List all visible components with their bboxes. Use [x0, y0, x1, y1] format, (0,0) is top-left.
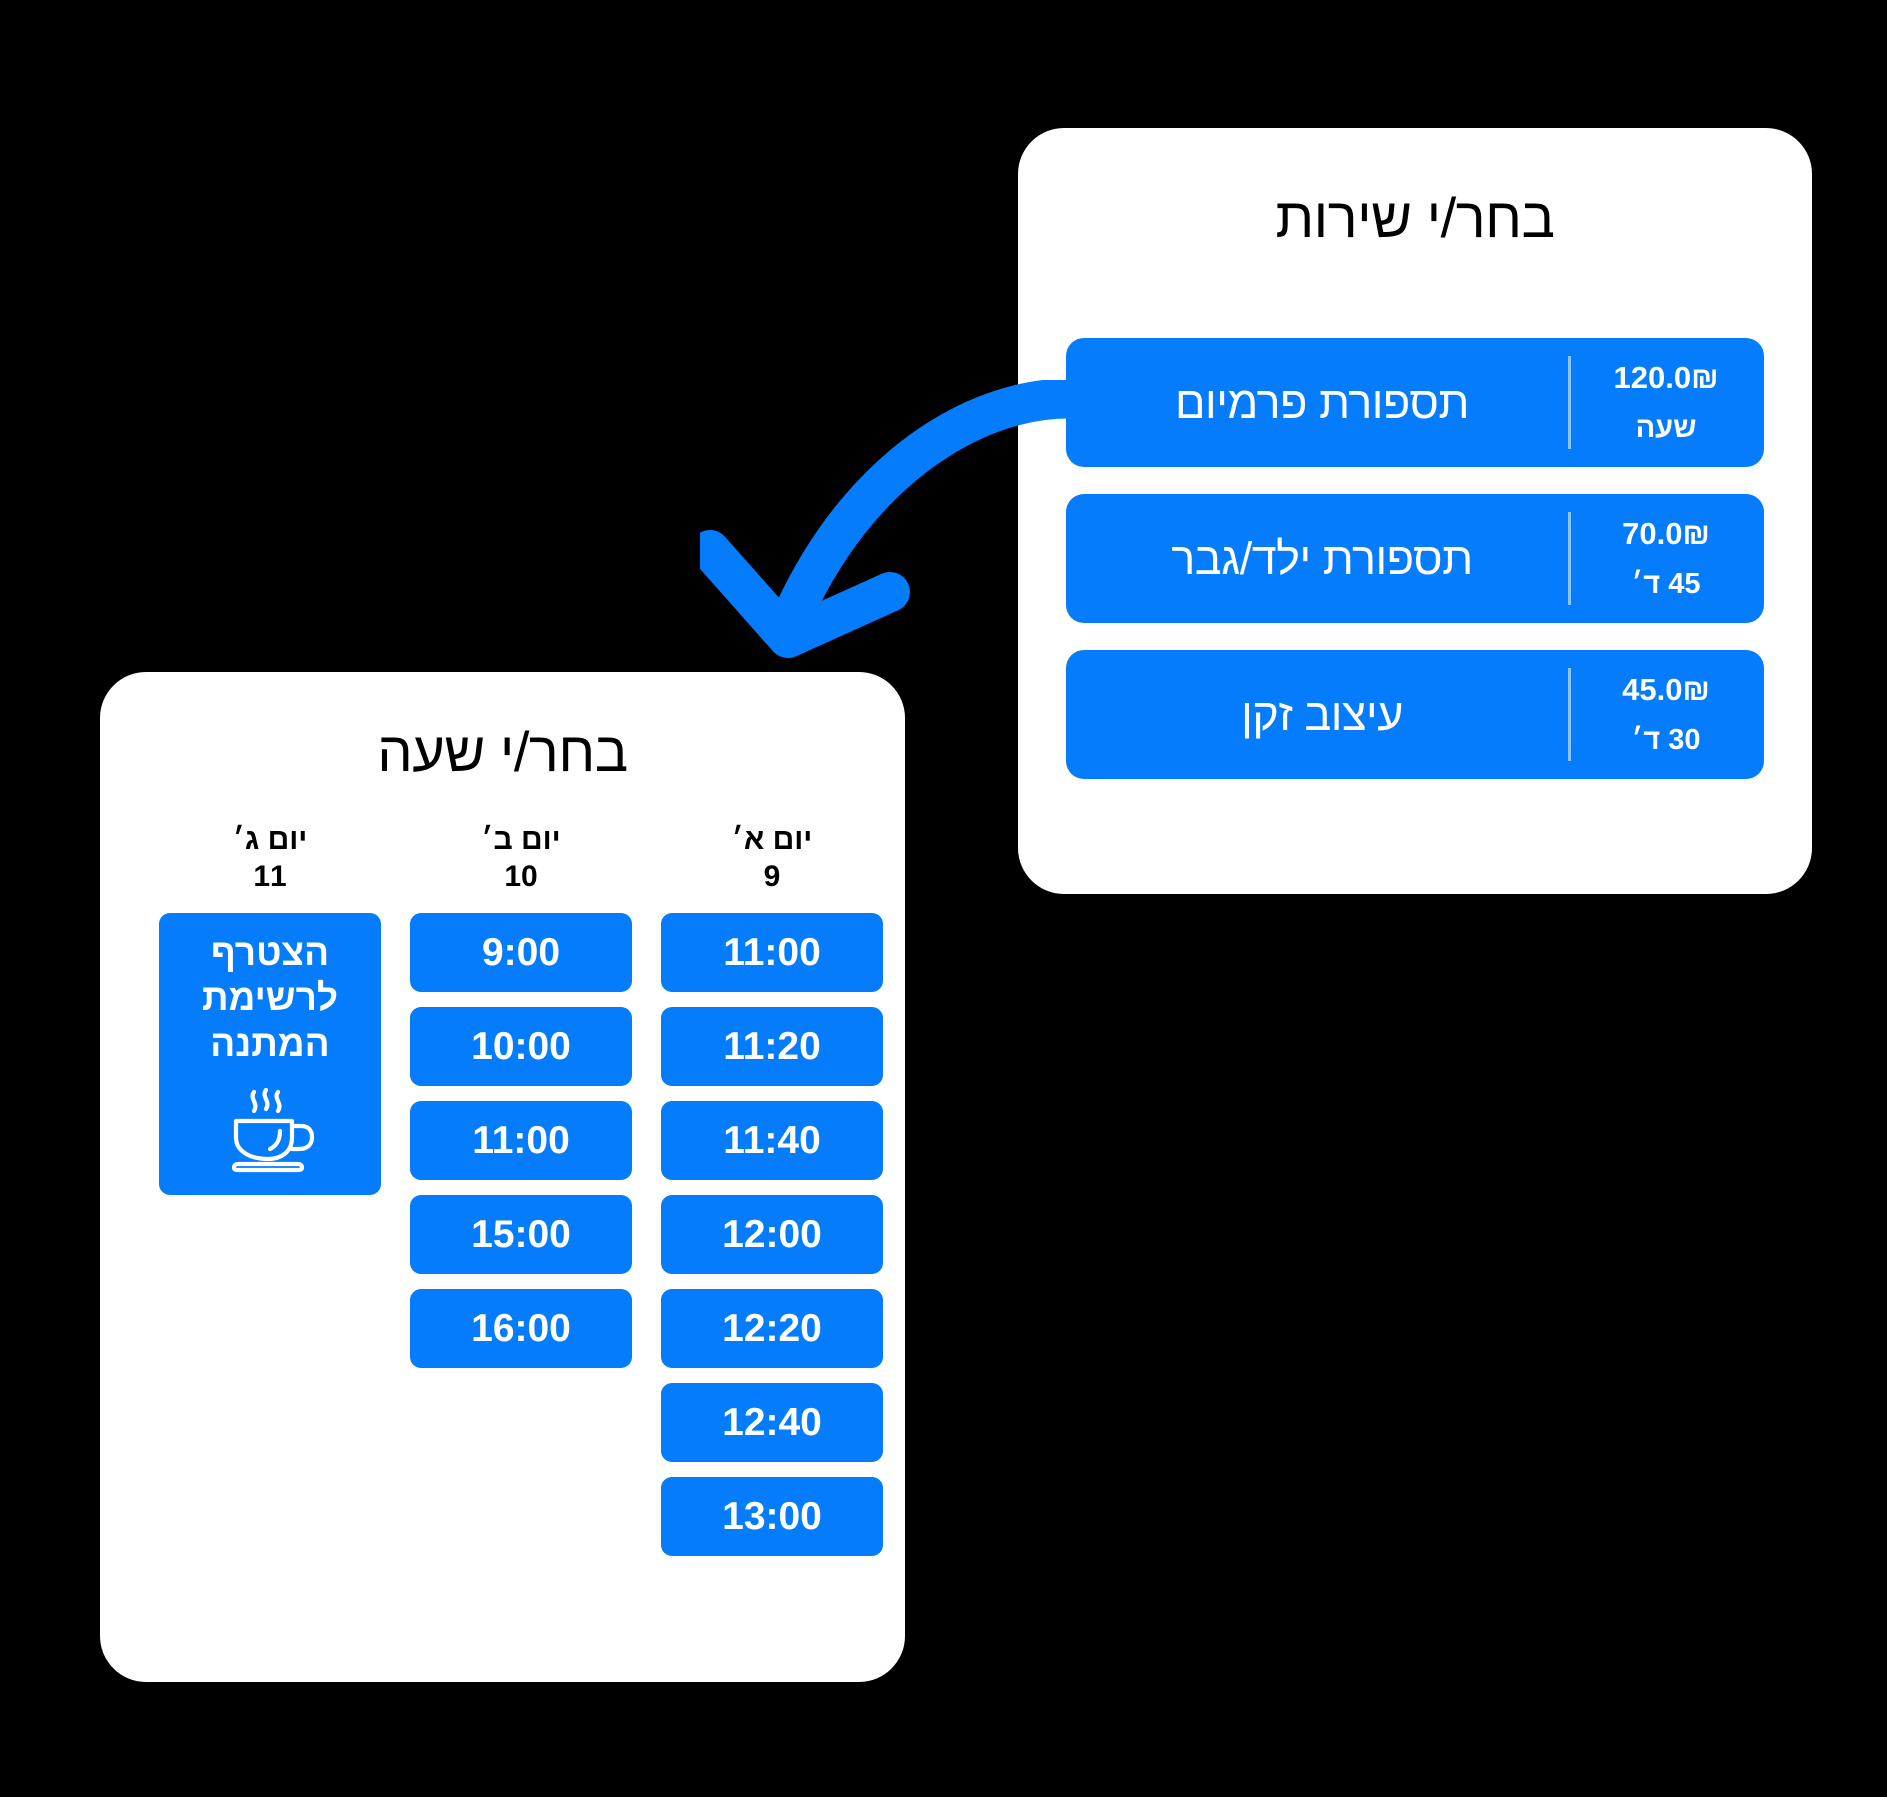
time-slot[interactable]: 9:00 [410, 913, 632, 993]
slot-list: 9:00 10:00 11:00 15:00 16:00 [410, 913, 632, 1369]
day-column-sunday: יום א׳ 9 11:00 11:20 11:40 12:00 12:20 1… [661, 822, 883, 1557]
time-slot[interactable]: 13:00 [661, 1477, 883, 1557]
services-panel: בחר/י שירות תספורת פרמיום 120.0₪ שעה תספ… [1018, 128, 1812, 894]
day-header: יום ג׳ 11 [232, 823, 308, 893]
service-card-child-man-haircut[interactable]: תספורת ילד/גבר 70.0₪ 45 ד׳ [1066, 494, 1764, 623]
coffee-cup-icon [231, 1088, 315, 1173]
time-slot[interactable]: 11:20 [661, 1007, 883, 1087]
service-meta: 120.0₪ שעה [1568, 338, 1764, 467]
slot-list: הצטרף לרשימת המתנה [159, 913, 381, 1196]
time-slot[interactable]: 11:00 [661, 913, 883, 993]
day-header: יום ב׳ 10 [481, 823, 561, 893]
time-slot[interactable]: 11:40 [661, 1101, 883, 1181]
join-waiting-list-button[interactable]: הצטרף לרשימת המתנה [159, 913, 381, 1196]
day-header: יום א׳ 9 [731, 823, 813, 893]
day-column-tuesday: יום ג׳ 11 הצטרף לרשימת המתנה [159, 822, 381, 1556]
time-slot[interactable]: 16:00 [410, 1289, 632, 1369]
time-panel: בחר/י שעה יום א׳ 9 11:00 11:20 11:40 12:… [100, 672, 905, 1682]
slot-list: 11:00 11:20 11:40 12:00 12:20 12:40 13:0… [661, 913, 883, 1557]
service-price: 70.0₪ [1622, 516, 1710, 551]
service-name: תספורת ילד/גבר [1171, 532, 1473, 584]
time-slot[interactable]: 12:40 [661, 1383, 883, 1463]
time-slot[interactable]: 15:00 [410, 1195, 632, 1275]
service-duration: 45 ד׳ [1631, 568, 1701, 600]
service-duration: 30 ד׳ [1631, 724, 1701, 756]
day-column-monday: יום ב׳ 10 9:00 10:00 11:00 15:00 16:00 [410, 822, 632, 1556]
service-list: תספורת פרמיום 120.0₪ שעה תספורת ילד/גבר … [1066, 338, 1764, 779]
service-price: 45.0₪ [1622, 672, 1710, 707]
time-slot[interactable]: 10:00 [410, 1007, 632, 1087]
time-panel-title: בחר/י שעה [377, 720, 628, 783]
service-meta: 45.0₪ 30 ד׳ [1568, 650, 1764, 779]
service-card-premium-haircut[interactable]: תספורת פרמיום 120.0₪ שעה [1066, 338, 1764, 467]
time-slot[interactable]: 11:00 [410, 1101, 632, 1181]
service-card-beard-styling[interactable]: עיצוב זקן 45.0₪ 30 ד׳ [1066, 650, 1764, 779]
day-grid: יום א׳ 9 11:00 11:20 11:40 12:00 12:20 1… [122, 822, 883, 1557]
services-panel-title: בחר/י שירות [1275, 186, 1555, 249]
service-name: תספורת פרמיום [1174, 376, 1470, 428]
time-slot[interactable]: 12:00 [661, 1195, 883, 1275]
time-slot[interactable]: 12:20 [661, 1289, 883, 1369]
service-duration: שעה [1635, 412, 1697, 444]
service-meta: 70.0₪ 45 ד׳ [1568, 494, 1764, 623]
join-waiting-list-label: הצטרף לרשימת המתנה [201, 931, 339, 1064]
service-price: 120.0₪ [1613, 360, 1719, 395]
service-name: עיצוב זקן [1241, 688, 1403, 740]
